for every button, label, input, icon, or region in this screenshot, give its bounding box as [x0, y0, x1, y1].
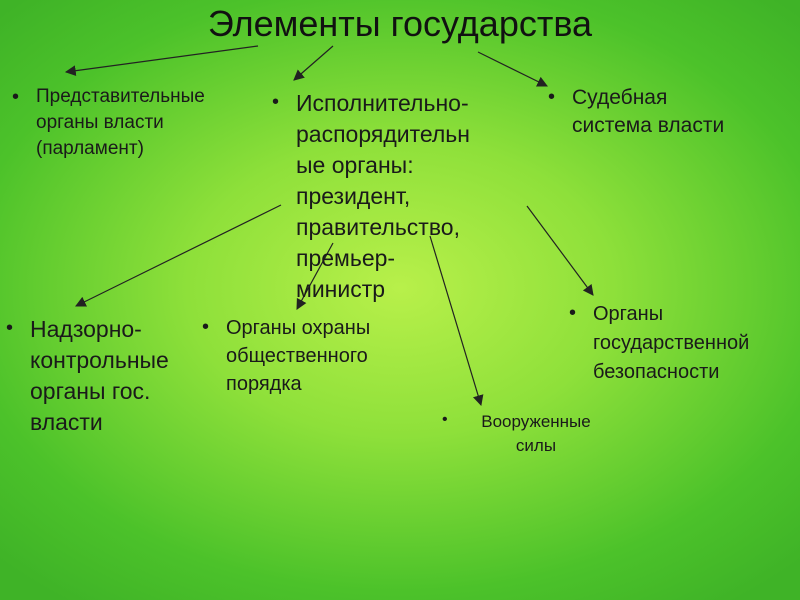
node-armed-forces: • Вооруженные силы	[442, 410, 612, 458]
arrow-executive-to-supervisory	[75, 204, 282, 307]
node-public-order-text: Органы охраны общественного порядка	[226, 317, 371, 395]
arrow-executive-to-armed-forces	[429, 235, 484, 407]
arrow-title-to-parliament	[64, 45, 259, 77]
node-parliament-text: Представительные органы власти (парламен…	[36, 86, 205, 159]
bullet-icon: •	[12, 86, 20, 108]
node-security-text: Органы государственной безопасности	[593, 303, 750, 383]
node-public-order: • Органы охраны общественного порядка	[202, 314, 370, 398]
bullet-icon: •	[442, 411, 448, 428]
arrow-executive-to-security	[526, 205, 594, 296]
node-judicial-text: Судебная система власти	[572, 86, 725, 137]
slide-title: Элементы государства	[207, 3, 593, 44]
node-supervisory: • Надзорно- контрольные органы гос. влас…	[6, 314, 169, 438]
node-executive: • Исполнительно- распорядительн ые орган…	[272, 88, 470, 305]
node-security: • Органы государственной безопасности	[569, 300, 749, 387]
node-judicial: • Судебная система власти	[548, 84, 724, 140]
bullet-icon: •	[6, 317, 14, 339]
bullet-icon: •	[202, 316, 210, 338]
bullet-icon: •	[548, 86, 556, 108]
node-supervisory-text: Надзорно- контрольные органы гос. власти	[30, 316, 169, 435]
arrow-executive-to-public-order	[296, 242, 334, 310]
arrow-title-to-judicial	[477, 51, 548, 87]
arrow-title-to-executive	[293, 45, 334, 81]
node-armed-forces-text: Вооруженные силы	[481, 412, 591, 455]
bullet-icon: •	[569, 302, 577, 324]
node-executive-text: Исполнительно- распорядительн ые органы:…	[296, 90, 470, 302]
node-parliament: • Представительные органы власти (парлам…	[12, 84, 205, 162]
bullet-icon: •	[272, 91, 280, 113]
